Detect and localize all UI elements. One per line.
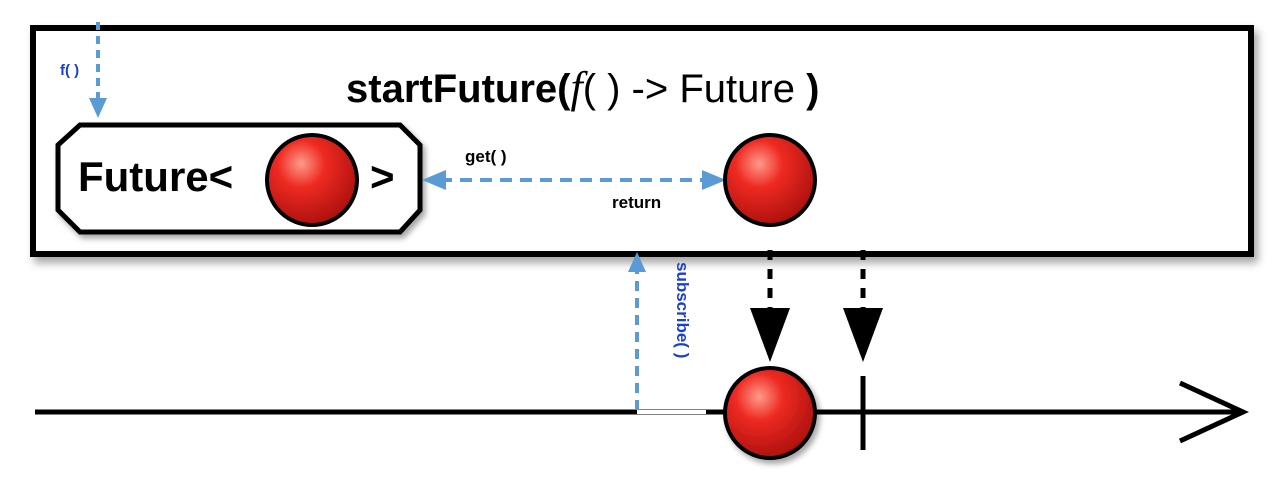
complete-arrowhead [843, 308, 883, 362]
title-prefix: startFuture( [346, 67, 571, 111]
return-label: return [612, 193, 662, 212]
future-suffix: > [370, 153, 395, 200]
fn-call-label: f( ) [60, 62, 80, 79]
timeline-arrowhead [1178, 380, 1249, 444]
fn-call-arrowhead [89, 98, 107, 118]
future-marble [265, 133, 359, 227]
get-label: get( ) [465, 147, 507, 166]
result-marble [723, 133, 817, 227]
subscribe-label: subscribe( ) [673, 262, 692, 359]
get-arrowhead [422, 170, 446, 190]
output-marble [723, 366, 817, 460]
title-fn: f [570, 63, 583, 112]
subscribe-arrowhead [628, 252, 646, 272]
future-prefix: Future< [78, 153, 234, 200]
operator-title: startFuture(f( ) -> Future ) [346, 62, 819, 113]
return-arrowhead [702, 170, 726, 190]
emit-arrowhead [750, 308, 790, 362]
title-args: ( ) -> Future [582, 67, 795, 111]
title-suffix: ) [806, 67, 820, 111]
